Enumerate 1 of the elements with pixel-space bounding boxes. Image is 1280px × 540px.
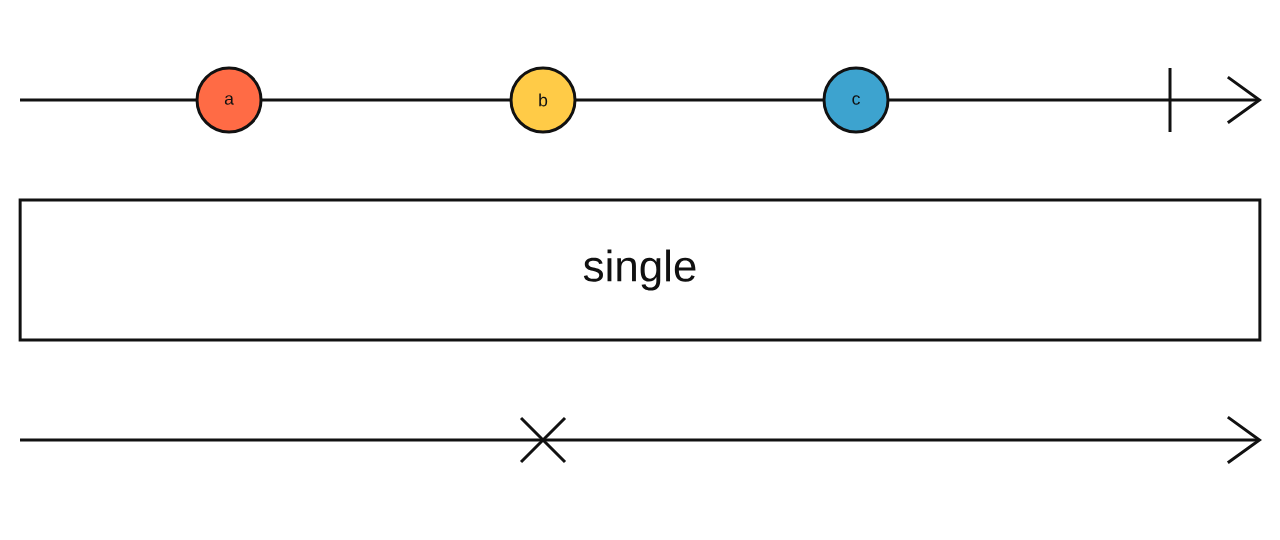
operator-box: single: [18, 198, 1262, 342]
